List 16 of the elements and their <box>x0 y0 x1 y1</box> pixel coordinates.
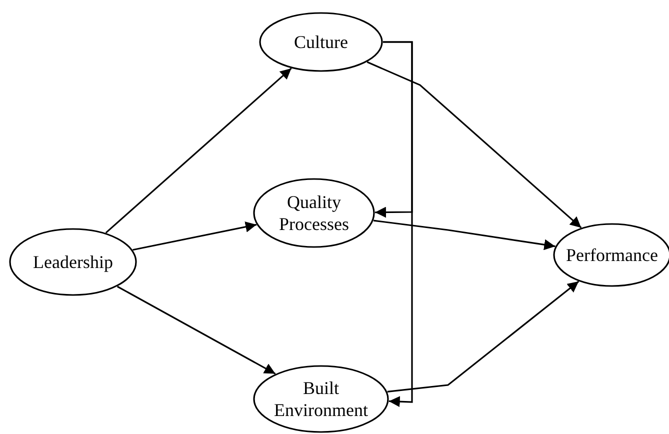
ellipse-node <box>253 365 389 433</box>
arrow <box>387 280 580 392</box>
arrow <box>105 68 292 234</box>
node-label: Quality Processes <box>278 190 350 236</box>
ellipse-node <box>259 12 383 72</box>
arrow <box>132 222 257 251</box>
arrow <box>383 41 413 408</box>
node-label: Leadership <box>32 250 114 274</box>
node-label: Built Environment <box>273 376 369 422</box>
arrow <box>116 286 276 374</box>
node-label: Performance <box>565 244 659 266</box>
arrow <box>373 220 556 250</box>
node-label: Culture <box>293 30 349 54</box>
ellipse-node <box>253 178 375 248</box>
arrow <box>366 61 582 228</box>
ellipse-node <box>9 228 137 296</box>
